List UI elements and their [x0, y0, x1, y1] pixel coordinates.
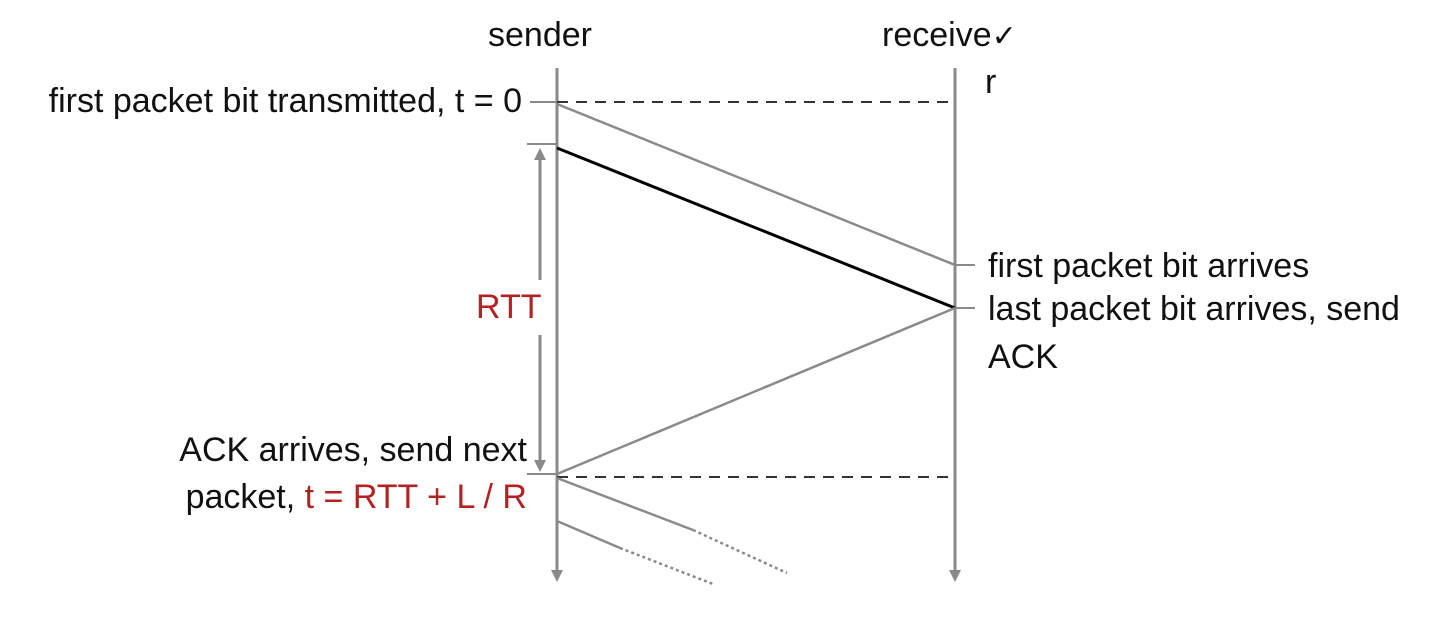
receiver-timeline-arrowhead: [949, 570, 961, 582]
receiver-label: receive✓: [882, 15, 1017, 57]
next-packet-second-line-dotted: [619, 546, 714, 586]
next-packet-first-line: [556, 476, 694, 532]
ack-arrives-label-line2: packet, t = RTT + L / R: [100, 477, 527, 517]
receiver-label-wrap: r: [985, 63, 997, 101]
next-packet-second-line: [556, 519, 621, 550]
first-bit-transmitted-label: first packet bit transmitted, t = 0: [48, 82, 522, 120]
sender-timeline-arrowhead: [551, 570, 563, 582]
first-bit-arrives-label: first packet bit arrives: [988, 247, 1310, 285]
packet-first-bit-line: [556, 102, 956, 267]
ack-arrives-packet-text: packet,: [185, 478, 305, 516]
next-packet-first-line-dotted: [692, 528, 788, 575]
rtt-arrowhead-down: [534, 460, 546, 472]
rtt-label: RTT: [476, 288, 542, 326]
sender-label: sender: [488, 16, 592, 54]
last-bit-arrives-label-line2: ACK: [988, 338, 1058, 376]
receiver-label-main: receive: [882, 16, 992, 54]
packet-last-bit-line: [556, 146, 956, 310]
last-bit-arrives-label-line1: last packet bit arrives, send: [988, 290, 1400, 328]
ack-arrives-label-line1: ACK arrives, send next: [179, 431, 527, 469]
rtt-arrowhead-up: [534, 148, 546, 160]
ack-return-line: [556, 306, 956, 476]
receiver-checkmark: ✓: [991, 19, 1017, 54]
ack-arrives-time-formula: t = RTT + L / R: [304, 478, 527, 516]
